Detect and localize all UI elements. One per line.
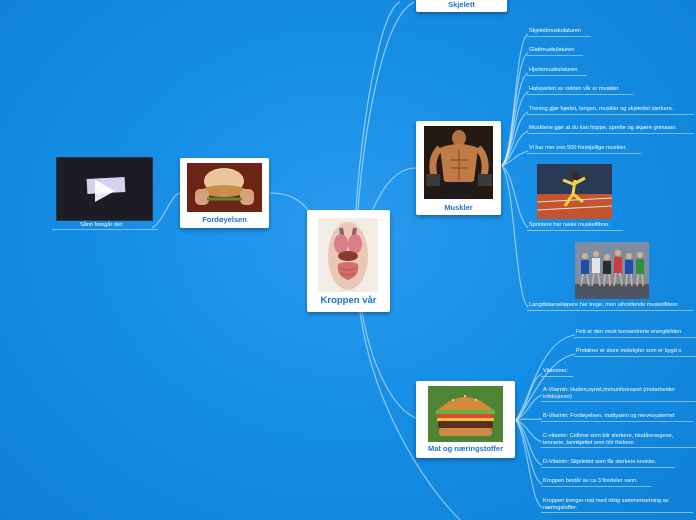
play-icon[interactable] [95,180,115,202]
mat-fact: C-vitamin: Cellene som blir sterkere, bl… [543,433,674,446]
muskler-fact: Glattmuskulaturen [529,47,575,53]
node-muskler[interactable]: Muskler [416,121,501,215]
video-caption: Sånn foregår det: [80,222,124,228]
hamburger-image [428,386,503,442]
bodybuilder-image [424,126,493,199]
muskler-fact: Halvparten av vekten vår er muskler. [529,86,620,92]
central-node-kroppen-var[interactable]: Kroppen vår [307,210,390,312]
mat-fact: Vitaminer: [543,368,569,374]
mat-fact: B-Vitamin: Fordøyelsen, mattysten og ner… [543,413,675,419]
mat-fact: Kroppen består av ca 3 firedeler vann. [543,478,638,484]
muskler-fact: Skjelettmuskulaturen [529,28,581,34]
muskler-fact: Trening gjør hjertet, lungen, muskler og… [529,106,674,112]
mat-fact: Fett er den mest konsentrerte energikild… [576,329,682,335]
burger-eating-image [187,163,262,212]
runners-image [575,242,649,299]
muskler-fact: Hjertemuskulaturen [529,67,578,73]
sprinter-image [537,164,612,219]
central-label: Kroppen vår [320,295,377,306]
muskler-fact: Musklene gjør at du kan hoppe, sprette o… [529,125,677,131]
sprinter-caption: Sprintere har raske muskelfibrer. [529,222,610,228]
video-player[interactable] [56,157,153,221]
mat-fact: D-Vitamin: Skjelettet som får sterkere k… [543,459,657,465]
anatomy-image [318,218,378,292]
mat-label: Mat og næringstoffer [428,444,503,453]
muskler-fact: Vi har mer enn 500 forskjellige muskler. [529,145,627,151]
mat-fact: Probiiner er store molekyler som er bygd… [576,348,682,354]
runners-caption: Langdistanseløpere har trege, men uthold… [529,302,679,308]
mat-fact: A-Vitamin: Huden,synet,immunforsvaret (m… [543,387,676,400]
muskler-label: Muskler [444,203,473,212]
skjelett-label: Skjelett [448,0,475,9]
node-skjelett[interactable]: Skjelett [416,0,507,12]
mat-fact: Kroppen trenger mat med riktig sammenset… [543,498,669,511]
node-mat-og-naeringstoffer[interactable]: Mat og næringstoffer [416,381,515,458]
fordoyelsen-label: Fordøyelsen [202,215,247,224]
node-fordoyelsen[interactable]: Fordøyelsen [180,158,269,228]
